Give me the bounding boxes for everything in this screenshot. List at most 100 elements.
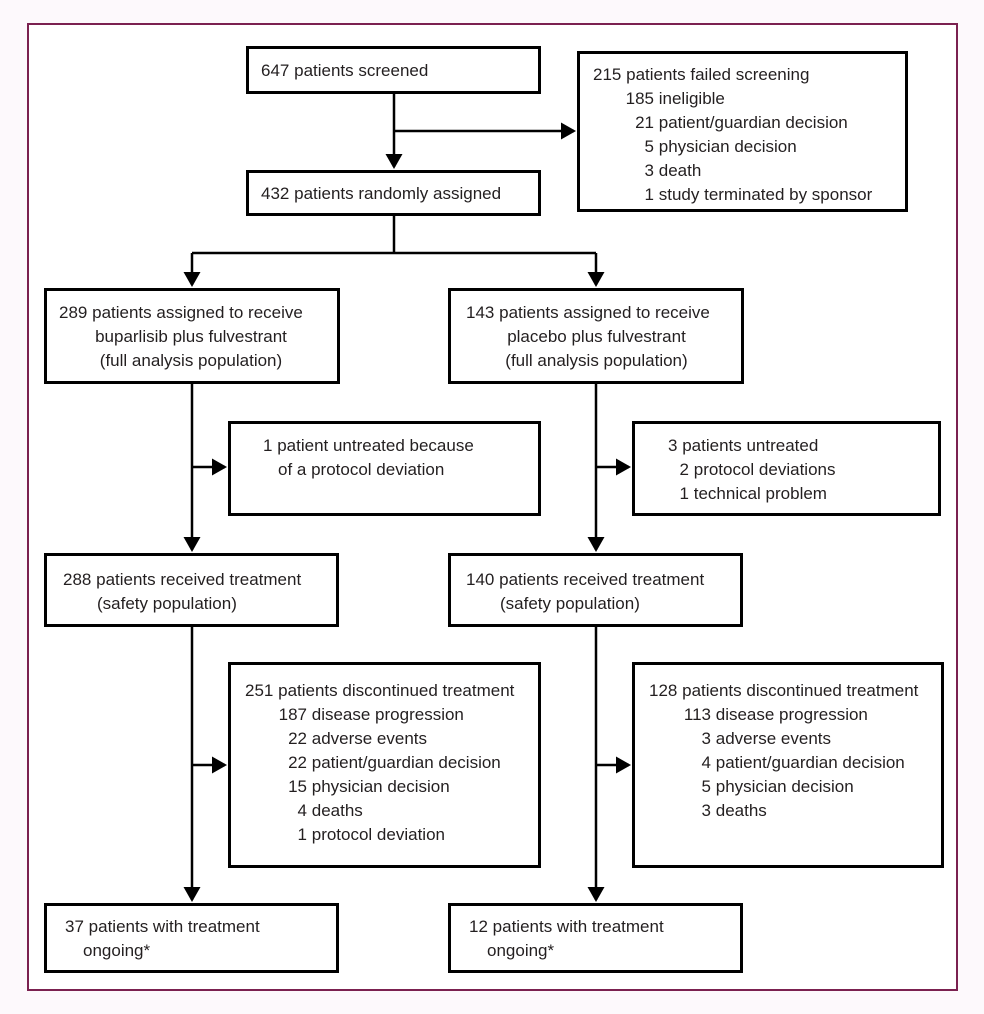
count-value: 1 xyxy=(263,436,273,455)
count-label: physician decision xyxy=(658,137,797,156)
count-label: patient/guardian decision xyxy=(658,113,848,132)
flow-line-main: 140 patients received treatment xyxy=(466,568,734,592)
count-label: patients with treatment xyxy=(88,917,260,936)
flow-line-continuation: (full analysis population) xyxy=(505,351,688,370)
count-value: 432 xyxy=(261,184,290,203)
count-value: 187 xyxy=(278,705,307,724)
count-value: 288 xyxy=(63,570,92,589)
count-label: adverse events xyxy=(311,729,428,748)
count-label: deaths xyxy=(311,801,363,820)
flow-line-main: 3 patients untreated xyxy=(668,434,932,458)
flow-line-continuation: buparlisib plus fulvestrant xyxy=(95,327,287,346)
count-label: protocol deviation xyxy=(311,825,445,844)
count-label: death xyxy=(658,161,702,180)
count-value: 21 xyxy=(635,113,654,132)
flow-line-sub-item: 1 protocol deviation xyxy=(245,823,532,847)
flow-line-continuation: ongoing* xyxy=(487,941,555,960)
count-label: study terminated by sponsor xyxy=(658,185,873,204)
count-label: physician decision xyxy=(311,777,450,796)
count-label: patients failed screening xyxy=(626,65,810,84)
flow-line-continuation: (safety population) xyxy=(500,594,640,613)
count-value: 22 xyxy=(288,729,307,748)
flow-line-sub-item: 5 physician decision xyxy=(649,775,935,799)
count-value: 5 xyxy=(701,777,711,796)
box-patients-screened: 647 patients screened xyxy=(246,46,541,94)
count-label: adverse events xyxy=(715,729,832,748)
count-label: ineligible xyxy=(658,89,725,108)
flow-line-sub-item: 1 technical problem xyxy=(668,482,932,506)
count-value: 4 xyxy=(701,753,711,772)
count-label: patients assigned to receive xyxy=(92,303,303,322)
count-label: patient/guardian decision xyxy=(311,753,501,772)
count-value: 3 xyxy=(701,801,711,820)
count-label: patients discontinued treatment xyxy=(682,681,919,700)
flow-line-main: 1 patient untreated because xyxy=(263,434,532,458)
count-value: 15 xyxy=(288,777,307,796)
count-value: 647 xyxy=(261,61,290,80)
count-value: 251 xyxy=(245,681,274,700)
flow-line-sub-item: 4 patient/guardian decision xyxy=(649,751,935,775)
flow-line-sub-item: 15 physician decision xyxy=(245,775,532,799)
count-label: disease progression xyxy=(715,705,868,724)
count-label: patients assigned to receive xyxy=(499,303,710,322)
count-value: 140 xyxy=(466,570,495,589)
count-label: patients randomly assigned xyxy=(294,184,502,203)
flow-line-sub-item: 3 death xyxy=(593,159,899,183)
box-untreated-buparlisib: 1 patient untreated because of a protocol… xyxy=(228,421,541,516)
count-value: 4 xyxy=(297,801,307,820)
count-value: 215 xyxy=(593,65,622,84)
count-label: patients with treatment xyxy=(492,917,664,936)
flow-line-sub-item: 22 adverse events xyxy=(245,727,532,751)
flow-line-sub-item: 185 ineligible xyxy=(593,87,899,111)
flow-line-main: 128 patients discontinued treatment xyxy=(649,679,935,703)
count-value: 3 xyxy=(701,729,711,748)
count-label: disease progression xyxy=(311,705,464,724)
flow-line-continuation: (safety population) xyxy=(97,594,237,613)
box-assigned-buparlisib: 289 patients assigned to receive buparlis… xyxy=(44,288,340,384)
flow-line-sub-item: 5 physician decision xyxy=(593,135,899,159)
flow-line-sub-item: 2 protocol deviations xyxy=(668,458,932,482)
flow-line-continuation: (full analysis population) xyxy=(99,351,283,370)
flow-line-continuation: of a protocol deviation xyxy=(278,460,445,479)
flow-line-sub-item: 3 adverse events xyxy=(649,727,935,751)
flow-line-main: 288 patients received treatment xyxy=(63,568,330,592)
flow-line-sub-item: 187 disease progression xyxy=(245,703,532,727)
count-value: 185 xyxy=(625,89,654,108)
count-value: 128 xyxy=(649,681,678,700)
count-label: patients received treatment xyxy=(96,570,302,589)
flow-line-main: 647 patients screened xyxy=(261,59,530,83)
count-label: patients received treatment xyxy=(499,570,705,589)
box-received-treatment-placebo: 140 patients received treatment (safety p… xyxy=(448,553,743,627)
count-label: physician decision xyxy=(715,777,854,796)
flow-line-sub-item: 1 study terminated by sponsor xyxy=(593,183,899,207)
box-failed-screening: 215 patients failed screening 185 ineligi… xyxy=(577,51,908,212)
count-value: 22 xyxy=(288,753,307,772)
flow-line-continuation: placebo plus fulvestrant xyxy=(507,327,686,346)
count-value: 37 xyxy=(65,917,84,936)
count-value: 12 xyxy=(469,917,488,936)
flow-line-continuation: ongoing* xyxy=(83,941,151,960)
box-ongoing-placebo: 12 patients with treatment ongoing* xyxy=(448,903,743,973)
flow-line-sub-item: 22 patient/guardian decision xyxy=(245,751,532,775)
box-randomly-assigned: 432 patients randomly assigned xyxy=(246,170,541,216)
count-label: deaths xyxy=(715,801,767,820)
flow-line-sub-item: 21 patient/guardian decision xyxy=(593,111,899,135)
flow-line-main: 432 patients randomly assigned xyxy=(261,182,530,206)
count-value: 1 xyxy=(679,484,689,503)
count-label: patient untreated because xyxy=(277,436,474,455)
flow-line-main: 12 patients with treatment xyxy=(469,915,734,939)
flow-line-sub-item: 4 deaths xyxy=(245,799,532,823)
flow-line-sub-item: 3 deaths xyxy=(649,799,935,823)
box-received-treatment-buparlisib: 288 patients received treatment (safety p… xyxy=(44,553,339,627)
count-value: 3 xyxy=(668,436,678,455)
count-value: 2 xyxy=(679,460,689,479)
flow-line-main: 37 patients with treatment xyxy=(65,915,330,939)
flow-line-main: 289 patients assigned to receive xyxy=(59,301,331,325)
count-label: patient/guardian decision xyxy=(715,753,905,772)
count-value: 289 xyxy=(59,303,88,322)
count-value: 1 xyxy=(297,825,307,844)
box-ongoing-buparlisib: 37 patients with treatment ongoing* xyxy=(44,903,339,973)
